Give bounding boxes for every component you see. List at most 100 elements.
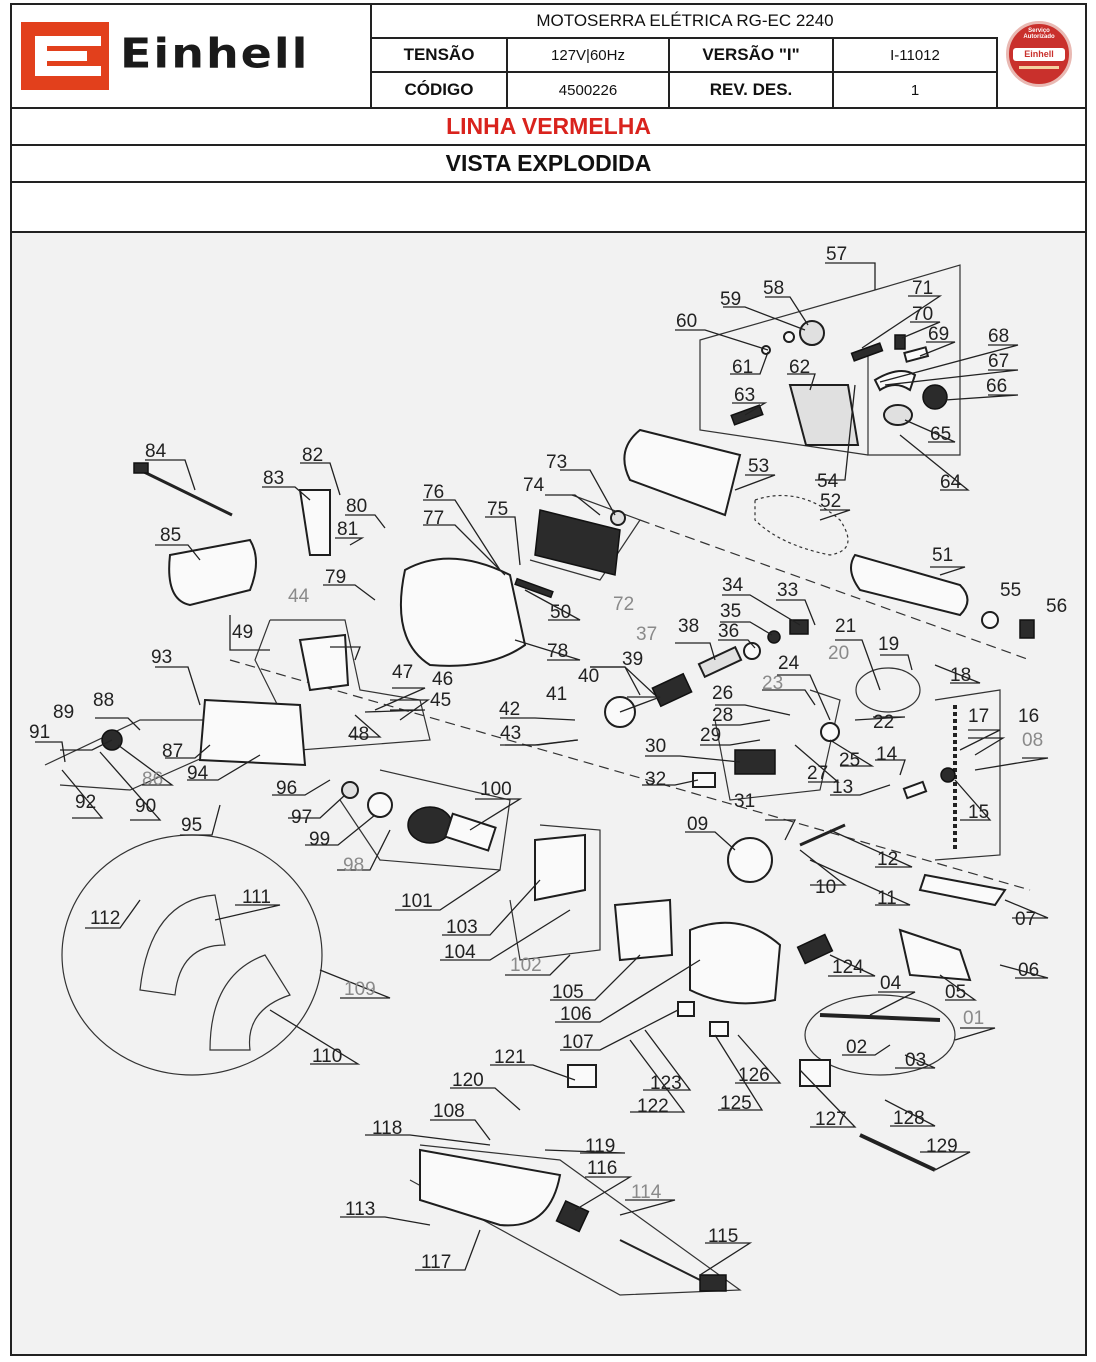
part-label: 31 bbox=[734, 791, 755, 812]
part-label: 32 bbox=[645, 769, 666, 790]
part-label: 62 bbox=[789, 357, 810, 378]
part-55-nut-icon bbox=[981, 611, 999, 629]
part-label: 100 bbox=[480, 779, 512, 800]
part-label: 106 bbox=[560, 1004, 592, 1025]
part-label: 21 bbox=[835, 616, 856, 637]
part-label: 77 bbox=[423, 508, 444, 529]
part-70-nut-icon bbox=[894, 334, 906, 350]
exploded-view-diagram: 57 59 58 71 70 69 60 61 62 68 67 66 63 6… bbox=[12, 233, 1085, 1354]
part-label: 68 bbox=[988, 326, 1009, 347]
part-38-shaft-icon bbox=[697, 645, 743, 679]
part-73-bearing-icon bbox=[610, 510, 626, 526]
part-label: 101 bbox=[401, 891, 433, 912]
part-07-cover-icon bbox=[918, 873, 1007, 907]
part-100-core-icon bbox=[444, 812, 497, 852]
part-label: 114 bbox=[631, 1182, 662, 1203]
codigo-value: 4500226 bbox=[508, 73, 670, 107]
part-label: 17 bbox=[968, 706, 989, 727]
part-69-pin-icon bbox=[903, 346, 930, 363]
part-label: 43 bbox=[500, 723, 521, 744]
part-label: 27 bbox=[807, 763, 828, 784]
part-107-switch-icon bbox=[677, 1001, 695, 1017]
part-label: 81 bbox=[337, 519, 358, 540]
part-label: 07 bbox=[1015, 909, 1036, 930]
part-label: 79 bbox=[325, 567, 346, 588]
part-05-housing-icon bbox=[898, 928, 972, 982]
part-label: 105 bbox=[552, 982, 584, 1003]
part-label: 93 bbox=[151, 647, 172, 668]
part-label: 119 bbox=[585, 1136, 615, 1157]
part-label: 71 bbox=[912, 278, 933, 299]
part-label: 89 bbox=[53, 702, 74, 723]
part-label: 46 bbox=[432, 669, 453, 690]
part-label: 37 bbox=[636, 624, 657, 645]
part-label: 113 bbox=[345, 1199, 375, 1220]
part-label: 116 bbox=[587, 1158, 617, 1179]
part-66-knob-icon bbox=[922, 384, 948, 410]
part-59-washer-icon bbox=[783, 331, 795, 343]
part-label: 86 bbox=[142, 769, 163, 790]
part-121-block-icon bbox=[567, 1064, 597, 1088]
part-36-bushing-icon bbox=[743, 642, 761, 660]
exploded-view-svg: 57 59 58 71 70 69 60 61 62 68 67 66 63 6… bbox=[29, 244, 1067, 1296]
part-label: 40 bbox=[578, 666, 599, 687]
leader-lines bbox=[35, 262, 1049, 1276]
part-label: 14 bbox=[876, 744, 898, 765]
part-label: 75 bbox=[487, 499, 508, 520]
part-78-housing-icon bbox=[399, 557, 527, 667]
part-117-handle-icon bbox=[419, 1148, 562, 1227]
part-label: 115 bbox=[708, 1226, 738, 1247]
part-09-fan-icon bbox=[727, 837, 773, 883]
part-label: 48 bbox=[348, 724, 369, 745]
part-label: 74 bbox=[523, 475, 545, 496]
codigo-label: CÓDIGO bbox=[372, 73, 508, 107]
product-title: MOTOSERRA ELÉTRICA RG-EC 2240 bbox=[372, 5, 998, 39]
part-label: 11 bbox=[877, 888, 897, 909]
part-label: 63 bbox=[734, 385, 755, 406]
part-label: 29 bbox=[700, 725, 721, 746]
part-label: 78 bbox=[547, 641, 568, 662]
part-label: 109 bbox=[344, 979, 376, 1000]
part-85-plate-icon bbox=[168, 538, 257, 607]
part-32-block-icon bbox=[692, 772, 716, 788]
part-label: 12 bbox=[877, 849, 898, 870]
part-label: 20 bbox=[828, 643, 849, 664]
part-label: 104 bbox=[444, 942, 476, 963]
part-number-labels: 57 59 58 71 70 69 60 61 62 68 67 66 63 6… bbox=[29, 244, 1067, 1273]
part-label: 64 bbox=[940, 472, 962, 493]
part-label: 99 bbox=[309, 829, 330, 850]
part-116-grommet-icon bbox=[555, 1199, 590, 1233]
part-label: 123 bbox=[650, 1073, 682, 1094]
part-72-housing-icon bbox=[534, 509, 621, 576]
part-label: 126 bbox=[738, 1065, 770, 1086]
part-label: 26 bbox=[712, 683, 733, 704]
part-12-shaft-icon bbox=[799, 823, 846, 847]
part-label: 53 bbox=[748, 456, 769, 477]
part-105-stator-icon bbox=[613, 898, 674, 962]
line-name: LINHA VERMELHA bbox=[10, 109, 1087, 146]
part-label: 52 bbox=[820, 491, 841, 512]
part-label: 92 bbox=[75, 792, 96, 813]
view-title: VISTA EXPLODIDA bbox=[10, 146, 1087, 183]
part-label: 88 bbox=[93, 690, 114, 711]
part-39-worm-icon bbox=[651, 672, 693, 708]
part-label: 39 bbox=[622, 649, 643, 670]
part-49-tank-icon bbox=[298, 633, 350, 692]
part-65-plate-icon bbox=[883, 404, 913, 426]
part-25-spring-icon bbox=[820, 722, 840, 742]
part-label: 94 bbox=[187, 763, 209, 784]
part-label: 06 bbox=[1018, 960, 1039, 981]
part-label: 19 bbox=[878, 634, 899, 655]
part-label: 25 bbox=[839, 750, 860, 771]
part-56-cap-icon bbox=[1019, 619, 1035, 639]
part-label: 22 bbox=[873, 712, 894, 733]
part-84-tip-icon bbox=[133, 462, 149, 474]
part-label: 102 bbox=[510, 955, 542, 976]
part-label: 04 bbox=[880, 973, 902, 994]
part-51-bar-icon bbox=[850, 553, 969, 617]
part-label: 35 bbox=[720, 601, 741, 622]
einhell-e-logo-icon bbox=[21, 22, 109, 90]
part-04-lever-icon bbox=[819, 1013, 941, 1022]
part-63-screw-icon bbox=[730, 404, 764, 426]
part-label: 09 bbox=[687, 814, 708, 835]
